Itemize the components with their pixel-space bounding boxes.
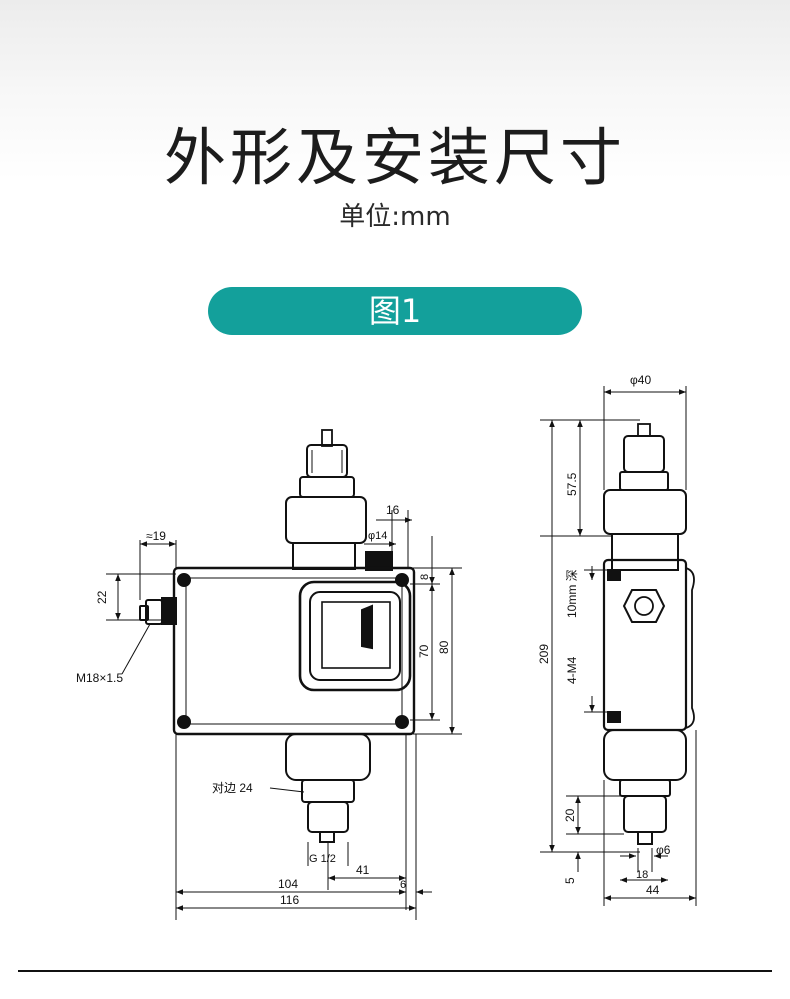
thread-m18-label: M18×1.5 <box>76 671 123 685</box>
page-title: 外形及安装尺寸 <box>163 121 626 194</box>
dim-16-label: 16 <box>386 503 400 517</box>
dim-10mm-label: 10mm 深 <box>565 569 579 618</box>
dim-19-label: ≈19 <box>146 529 166 543</box>
front-view <box>139 429 416 843</box>
dimension-drawing: ≈19 16 φ14 22 8 70 80 M18×1.5 对边 24 G 1/… <box>76 373 697 920</box>
unit-label: 单位:mm <box>339 202 451 232</box>
dim-4m4-label: 4-M4 <box>565 656 579 684</box>
dim-8-label: 8 <box>419 574 431 580</box>
figure-badge: 图1 <box>208 287 582 335</box>
dim-5-label: 5 <box>563 877 577 884</box>
dim-phi40-label: φ40 <box>630 373 651 387</box>
dim-80-label: 80 <box>437 640 451 654</box>
dim-18-label: 18 <box>636 869 648 881</box>
bottom-divider <box>18 970 772 972</box>
thread-g-label: G 1/2 <box>309 853 336 865</box>
dim-20-label: 20 <box>563 808 577 822</box>
dim-70-label: 70 <box>417 644 431 658</box>
dim-22-label: 22 <box>95 590 109 604</box>
dim-41-label: 41 <box>356 863 370 877</box>
dim-phi6-label: φ6 <box>656 843 671 857</box>
front-dimensions <box>106 510 462 920</box>
side-dimensions <box>540 386 697 906</box>
dim-104-label: 104 <box>278 877 298 891</box>
dim-44-label: 44 <box>646 883 660 897</box>
dim-6-label: 6 <box>400 879 406 891</box>
dim-116-label: 116 <box>280 893 299 907</box>
dim-phi14-label: φ14 <box>368 530 387 542</box>
across-flats-label: 对边 24 <box>212 781 253 795</box>
side-view <box>602 423 695 845</box>
dim-57-5-label: 57.5 <box>565 472 579 496</box>
dim-209-label: 209 <box>537 644 551 664</box>
